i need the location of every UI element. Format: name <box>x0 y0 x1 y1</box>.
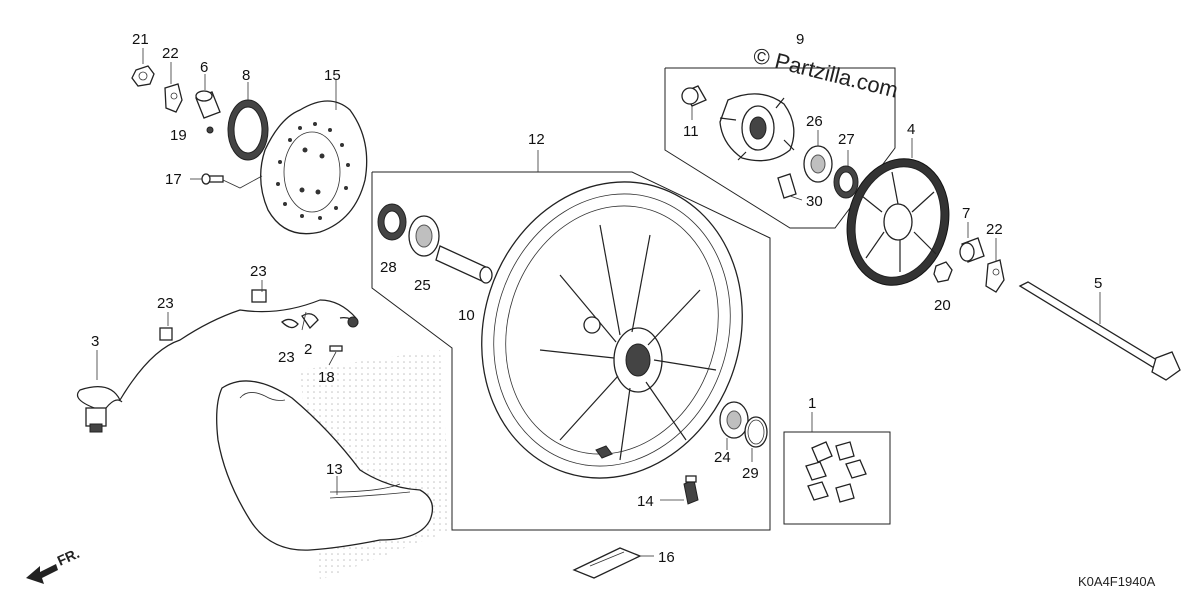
repair-patch-part <box>572 547 642 579</box>
bracket-22-part <box>985 259 1005 293</box>
front-direction-arrow <box>26 564 58 584</box>
callout-23-top: 23 <box>250 263 267 280</box>
seal-27-part <box>833 165 859 199</box>
callout-17: 17 <box>165 171 182 188</box>
callout-24: 24 <box>714 449 731 466</box>
brake-disc-part <box>260 100 368 235</box>
seal-28-part <box>377 203 407 241</box>
callout-6: 6 <box>200 59 208 76</box>
callout-29: 29 <box>742 465 759 482</box>
hub-flange-part <box>719 93 795 162</box>
callout-21: 21 <box>132 31 149 48</box>
axle-part <box>1018 281 1181 381</box>
spacer-10-part <box>435 245 493 284</box>
collar-part <box>195 90 221 119</box>
callout-9: 9 <box>796 31 804 48</box>
oring-29-part <box>744 416 768 448</box>
callout-23-bottom: 23 <box>278 349 295 366</box>
callout-26: 26 <box>806 113 823 130</box>
callout-23-left: 23 <box>157 295 174 312</box>
callout-16: 16 <box>658 549 675 566</box>
callout-11: 11 <box>683 123 699 140</box>
stud-30-part <box>777 173 797 199</box>
valve-14-part <box>683 475 699 505</box>
callout-22: 22 <box>162 45 179 62</box>
nut-21-part <box>131 65 155 87</box>
damper-group <box>783 431 891 525</box>
diagram-code: K0A4F1940A <box>1078 574 1156 589</box>
callout-30: 30 <box>806 193 823 210</box>
callout-12: 12 <box>528 131 545 148</box>
callout-2: 2 <box>304 341 312 358</box>
callout-5: 5 <box>1094 275 1102 292</box>
bearing-26-part <box>803 145 833 183</box>
callout-10: 10 <box>458 307 475 324</box>
pulser-ring-part <box>227 99 269 161</box>
sprocket-part <box>846 158 950 286</box>
bearing-25-part <box>408 215 440 257</box>
callout-13: 13 <box>326 461 343 478</box>
direction-label: FR. <box>55 545 82 569</box>
callout-25: 25 <box>414 277 431 294</box>
callout-3: 3 <box>91 333 99 350</box>
wheel-part <box>481 181 743 479</box>
callout-19: 19 <box>170 127 187 144</box>
collar-7-part <box>959 237 985 263</box>
callout-15: 15 <box>324 67 341 84</box>
callout-14: 14 <box>637 493 654 510</box>
bracket-19-part <box>164 83 183 113</box>
watermark: © Partzilla.com <box>751 43 901 103</box>
collar-11-part <box>681 85 707 107</box>
bearing-24-part <box>719 401 749 439</box>
tire-part <box>216 380 434 551</box>
sensor-wire-part <box>76 289 359 433</box>
callout-7: 7 <box>962 205 970 222</box>
hub-group-outline <box>664 67 896 229</box>
callout-20: 20 <box>934 297 951 314</box>
callout-28: 28 <box>380 259 397 276</box>
bolt-17-part <box>201 173 224 185</box>
callout-27: 27 <box>838 131 855 148</box>
callout-4: 4 <box>907 121 915 138</box>
callout-22-right: 22 <box>986 221 1003 238</box>
callout-8: 8 <box>242 67 250 84</box>
callout-18: 18 <box>318 369 335 386</box>
nut-20-part <box>933 261 953 283</box>
wheel-group-outline <box>371 171 771 531</box>
callout-1: 1 <box>808 395 816 412</box>
